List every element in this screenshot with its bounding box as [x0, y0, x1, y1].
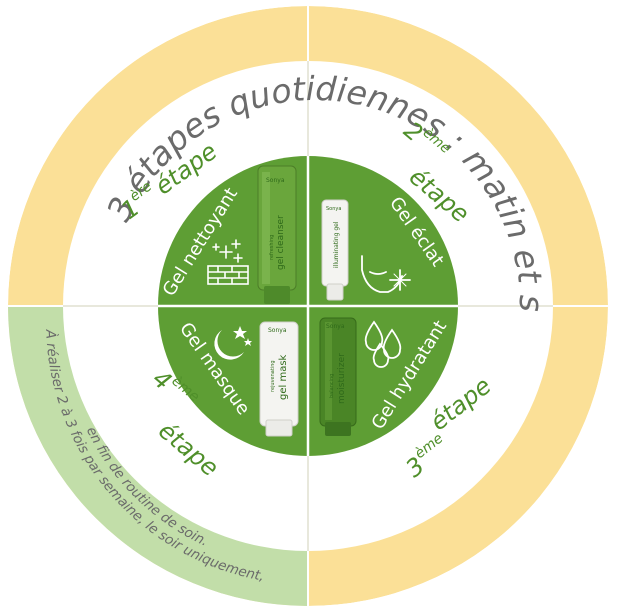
- svg-text:balancing: balancing: [329, 374, 335, 398]
- moon-stars-icon: [214, 326, 252, 360]
- moisturizer-tube: moisturizer balancing Sonya: [319, 317, 357, 436]
- svg-text:refreshing: refreshing: [269, 235, 275, 260]
- svg-text:rejuvenating: rejuvenating: [270, 360, 276, 392]
- svg-text:illuminating gel: illuminating gel: [333, 221, 340, 268]
- face-sparkle-icon: [361, 255, 411, 293]
- water-drops-icon: [364, 320, 402, 368]
- illuminating-tube: illuminating gel Sonya: [321, 199, 349, 301]
- svg-text:Sonya: Sonya: [326, 206, 341, 212]
- svg-text:gel mask: gel mask: [278, 354, 289, 400]
- svg-text:gel cleanser: gel cleanser: [276, 215, 286, 270]
- sparkles-icon: [212, 239, 243, 263]
- svg-text:Sonya: Sonya: [266, 177, 285, 184]
- brick-icon: [207, 265, 249, 285]
- mask-tube: gel mask rejuvenating Sonya: [259, 321, 299, 437]
- svg-text:moisturizer: moisturizer: [337, 353, 347, 404]
- svg-text:Sonya: Sonya: [268, 327, 287, 334]
- cleanser-tube: gel cleanser refreshing Sonya: [257, 165, 297, 304]
- svg-text:Sonya: Sonya: [326, 323, 345, 330]
